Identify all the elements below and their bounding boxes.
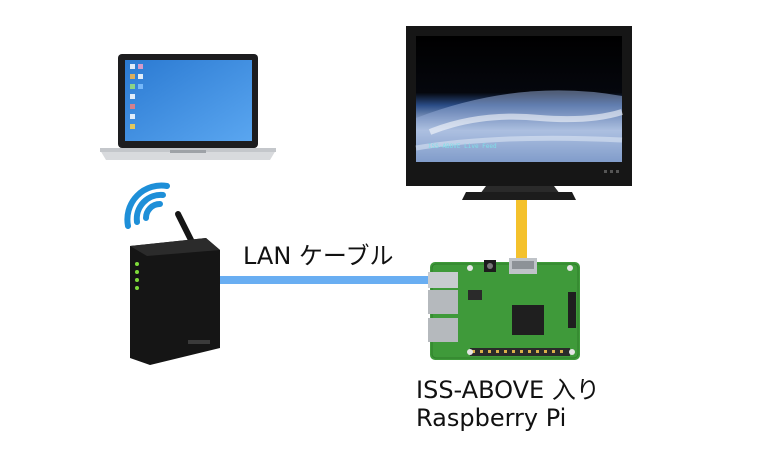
lan-cable-label: LAN ケーブル [243, 242, 394, 270]
pi-label-line1: ISS-ABOVE 入り [416, 376, 600, 404]
lan-cable [220, 276, 434, 284]
pi-label-line2: Raspberry Pi [416, 404, 567, 432]
raspberry-pi-board [428, 258, 580, 360]
hdmi-cable [516, 196, 527, 258]
laptop-icon [100, 54, 276, 160]
router-icon [130, 211, 220, 365]
wifi-icon [124, 182, 170, 229]
monitor-icon [406, 26, 632, 200]
tv-caption: ISS-ABOVE Live Feed [428, 143, 497, 150]
